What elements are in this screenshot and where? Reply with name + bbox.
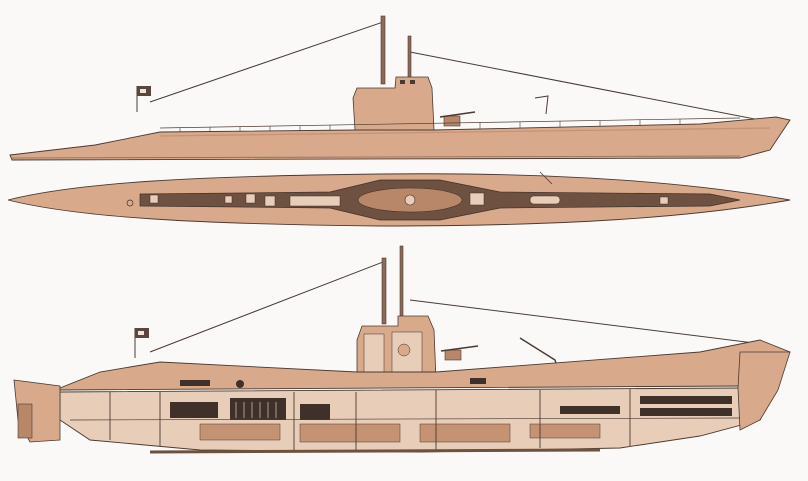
cutaway-antenna-wire-aft <box>149 261 384 353</box>
conning-tower <box>352 76 435 131</box>
cutaway-machinery-detail <box>235 402 277 418</box>
plan-deck-hatches <box>149 192 669 207</box>
side-hull <box>9 116 791 161</box>
cutaway-torpedo-tubes <box>560 396 732 416</box>
naval-ensign-flag-icon <box>136 86 151 112</box>
antenna-wire-fore <box>409 51 771 123</box>
cutaway-periscope-fore <box>399 245 404 325</box>
cutaway-keel-tanks <box>199 423 601 443</box>
cutaway-rudder <box>17 403 33 439</box>
deck-gun-icon <box>439 111 476 127</box>
cutaway-keel <box>149 448 601 454</box>
cutaway-side-view <box>13 245 791 454</box>
cutaway-deck-gun-icon <box>440 345 479 361</box>
cutaway-deck-fittings <box>180 378 486 388</box>
top-plan-view <box>7 171 791 227</box>
plan-hatch <box>404 194 416 206</box>
periscope-aft <box>380 15 386 85</box>
cutaway-bow <box>737 351 791 431</box>
cutaway-upper-casing <box>59 339 791 391</box>
deck-railing <box>159 117 741 129</box>
cutaway-naval-ensign-flag-icon <box>134 328 149 358</box>
forward-davit <box>534 95 549 115</box>
cutaway-periscope-aft <box>381 257 387 325</box>
cutaway-bulkheads <box>109 389 631 452</box>
cutaway-internal-deck <box>69 417 741 421</box>
antenna-wire-aft <box>149 21 384 103</box>
side-profile-view <box>9 15 791 161</box>
cutaway-antenna-wire-fore <box>409 299 771 346</box>
